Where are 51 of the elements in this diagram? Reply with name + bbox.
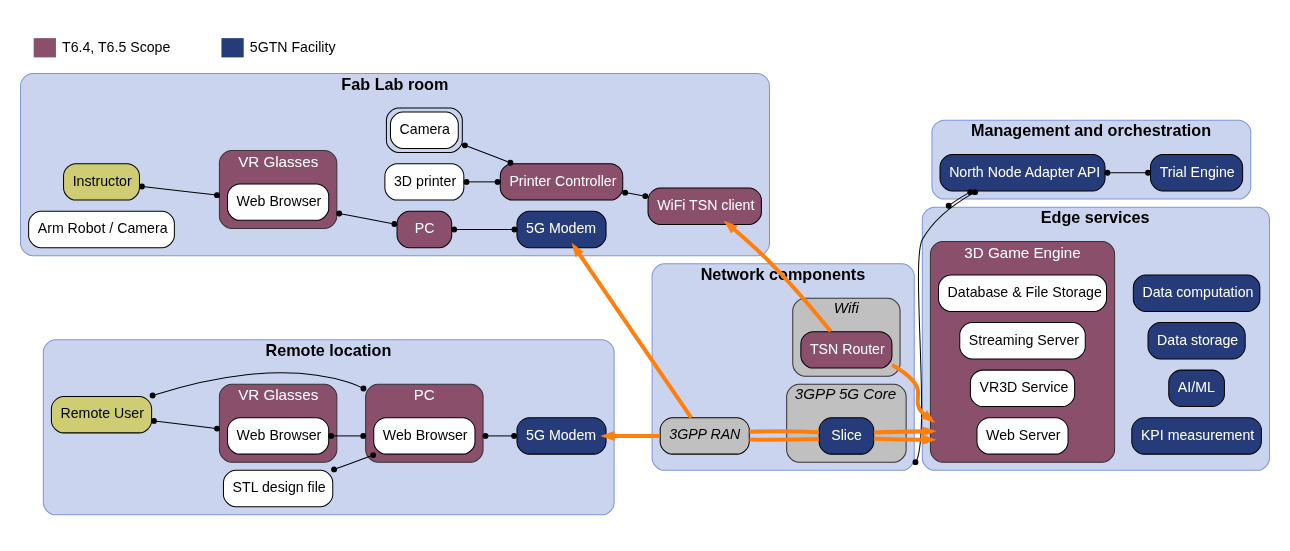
connector — [1104, 169, 1151, 176]
node-box: Trial Engine — [1150, 153, 1244, 191]
node-box: Camera — [385, 107, 463, 153]
arrow — [873, 434, 937, 445]
node-box: Data computation — [1132, 274, 1261, 312]
node-box: Web Browser — [227, 416, 330, 455]
arrow — [600, 430, 660, 441]
node-box: TSN Router — [800, 330, 893, 369]
node-box: Printer Controller — [499, 162, 624, 201]
node-box: 3D printer — [384, 162, 465, 201]
connector — [912, 188, 979, 465]
connector — [149, 371, 367, 398]
connector — [151, 417, 220, 432]
arrow — [891, 362, 936, 423]
node-box: Database & File Storage — [938, 274, 1108, 312]
legend-label: T6.4, T6.5 Scope — [62, 38, 171, 55]
node-box: 3GPP RAN — [659, 416, 750, 455]
connector — [463, 178, 501, 185]
connector — [945, 188, 974, 209]
node-box: Web Browser — [227, 182, 330, 221]
connector — [451, 226, 518, 232]
connector — [749, 436, 819, 442]
connector — [328, 432, 367, 439]
node-box: 5G Modem — [516, 210, 607, 248]
connector — [336, 210, 398, 227]
node-box: Web Browser — [373, 416, 476, 455]
connector — [482, 432, 518, 439]
arrow — [873, 425, 937, 436]
connector — [462, 141, 514, 166]
node-box: Slice — [818, 416, 875, 455]
node-box: Web Server — [976, 416, 1069, 455]
node-box: Streaming Server — [959, 321, 1086, 359]
arrow — [723, 220, 833, 333]
node-box: 5G Modem — [516, 416, 607, 455]
connector — [139, 183, 220, 198]
connector — [749, 428, 819, 434]
connector — [622, 189, 649, 199]
node-box: WiFi TSN client — [647, 186, 762, 225]
arrow — [571, 242, 693, 419]
connector — [331, 451, 377, 472]
node-box: Data storage — [1147, 321, 1246, 359]
node-box: North Node Adapter API — [939, 153, 1106, 191]
node-box: Remote User — [50, 395, 153, 433]
node-box: Arm Robot / Camera — [28, 210, 175, 248]
node-box: AI/ML — [1168, 369, 1225, 407]
legend-label: 5GTN Facility — [249, 38, 336, 55]
node-box: KPI measurement — [1131, 416, 1262, 455]
node-box: PC — [396, 210, 453, 248]
node-box: STL design file — [222, 469, 334, 507]
node-box: VR3D Service — [969, 369, 1076, 407]
node-box: Instructor — [63, 162, 140, 201]
